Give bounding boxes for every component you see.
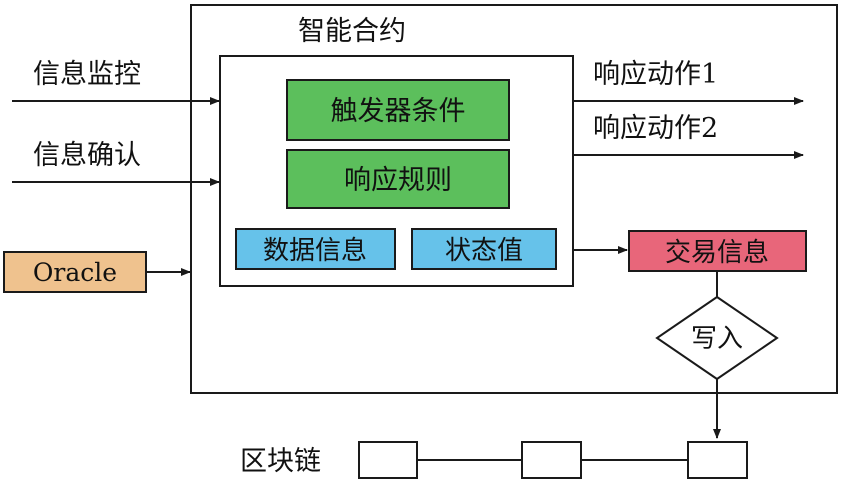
state-value-box: [411, 228, 557, 270]
oracle-box: [3, 251, 147, 293]
response-rule-label: 响应规则: [344, 165, 452, 196]
smart-contract-container: [190, 4, 838, 394]
write-label: 写入: [691, 324, 743, 354]
transaction-info-label: 交易信息: [665, 238, 769, 268]
oracle-label: Oracle: [33, 258, 117, 287]
contract-inner-box: [219, 55, 574, 287]
input-monitor-label: 信息监控: [33, 59, 141, 90]
state-value-label: 状态值: [445, 236, 523, 266]
smart-contract-title: 智能合约: [298, 16, 406, 47]
blockchain-block-2: [521, 441, 582, 479]
trigger-condition-box: [286, 79, 510, 141]
data-info-label: 数据信息: [263, 236, 367, 266]
input-confirm-label: 信息确认: [33, 140, 141, 171]
blockchain-label: 区块链: [240, 446, 321, 477]
blockchain-block-3: [687, 441, 748, 479]
trigger-condition-label: 触发器条件: [331, 96, 466, 127]
blockchain-block-1: [358, 441, 418, 479]
transaction-info-box: [628, 230, 807, 272]
response-rule-box: [286, 149, 510, 209]
output-action2-label: 响应动作2: [593, 113, 718, 144]
data-info-box: [235, 228, 396, 270]
output-action1-label: 响应动作1: [593, 59, 718, 90]
